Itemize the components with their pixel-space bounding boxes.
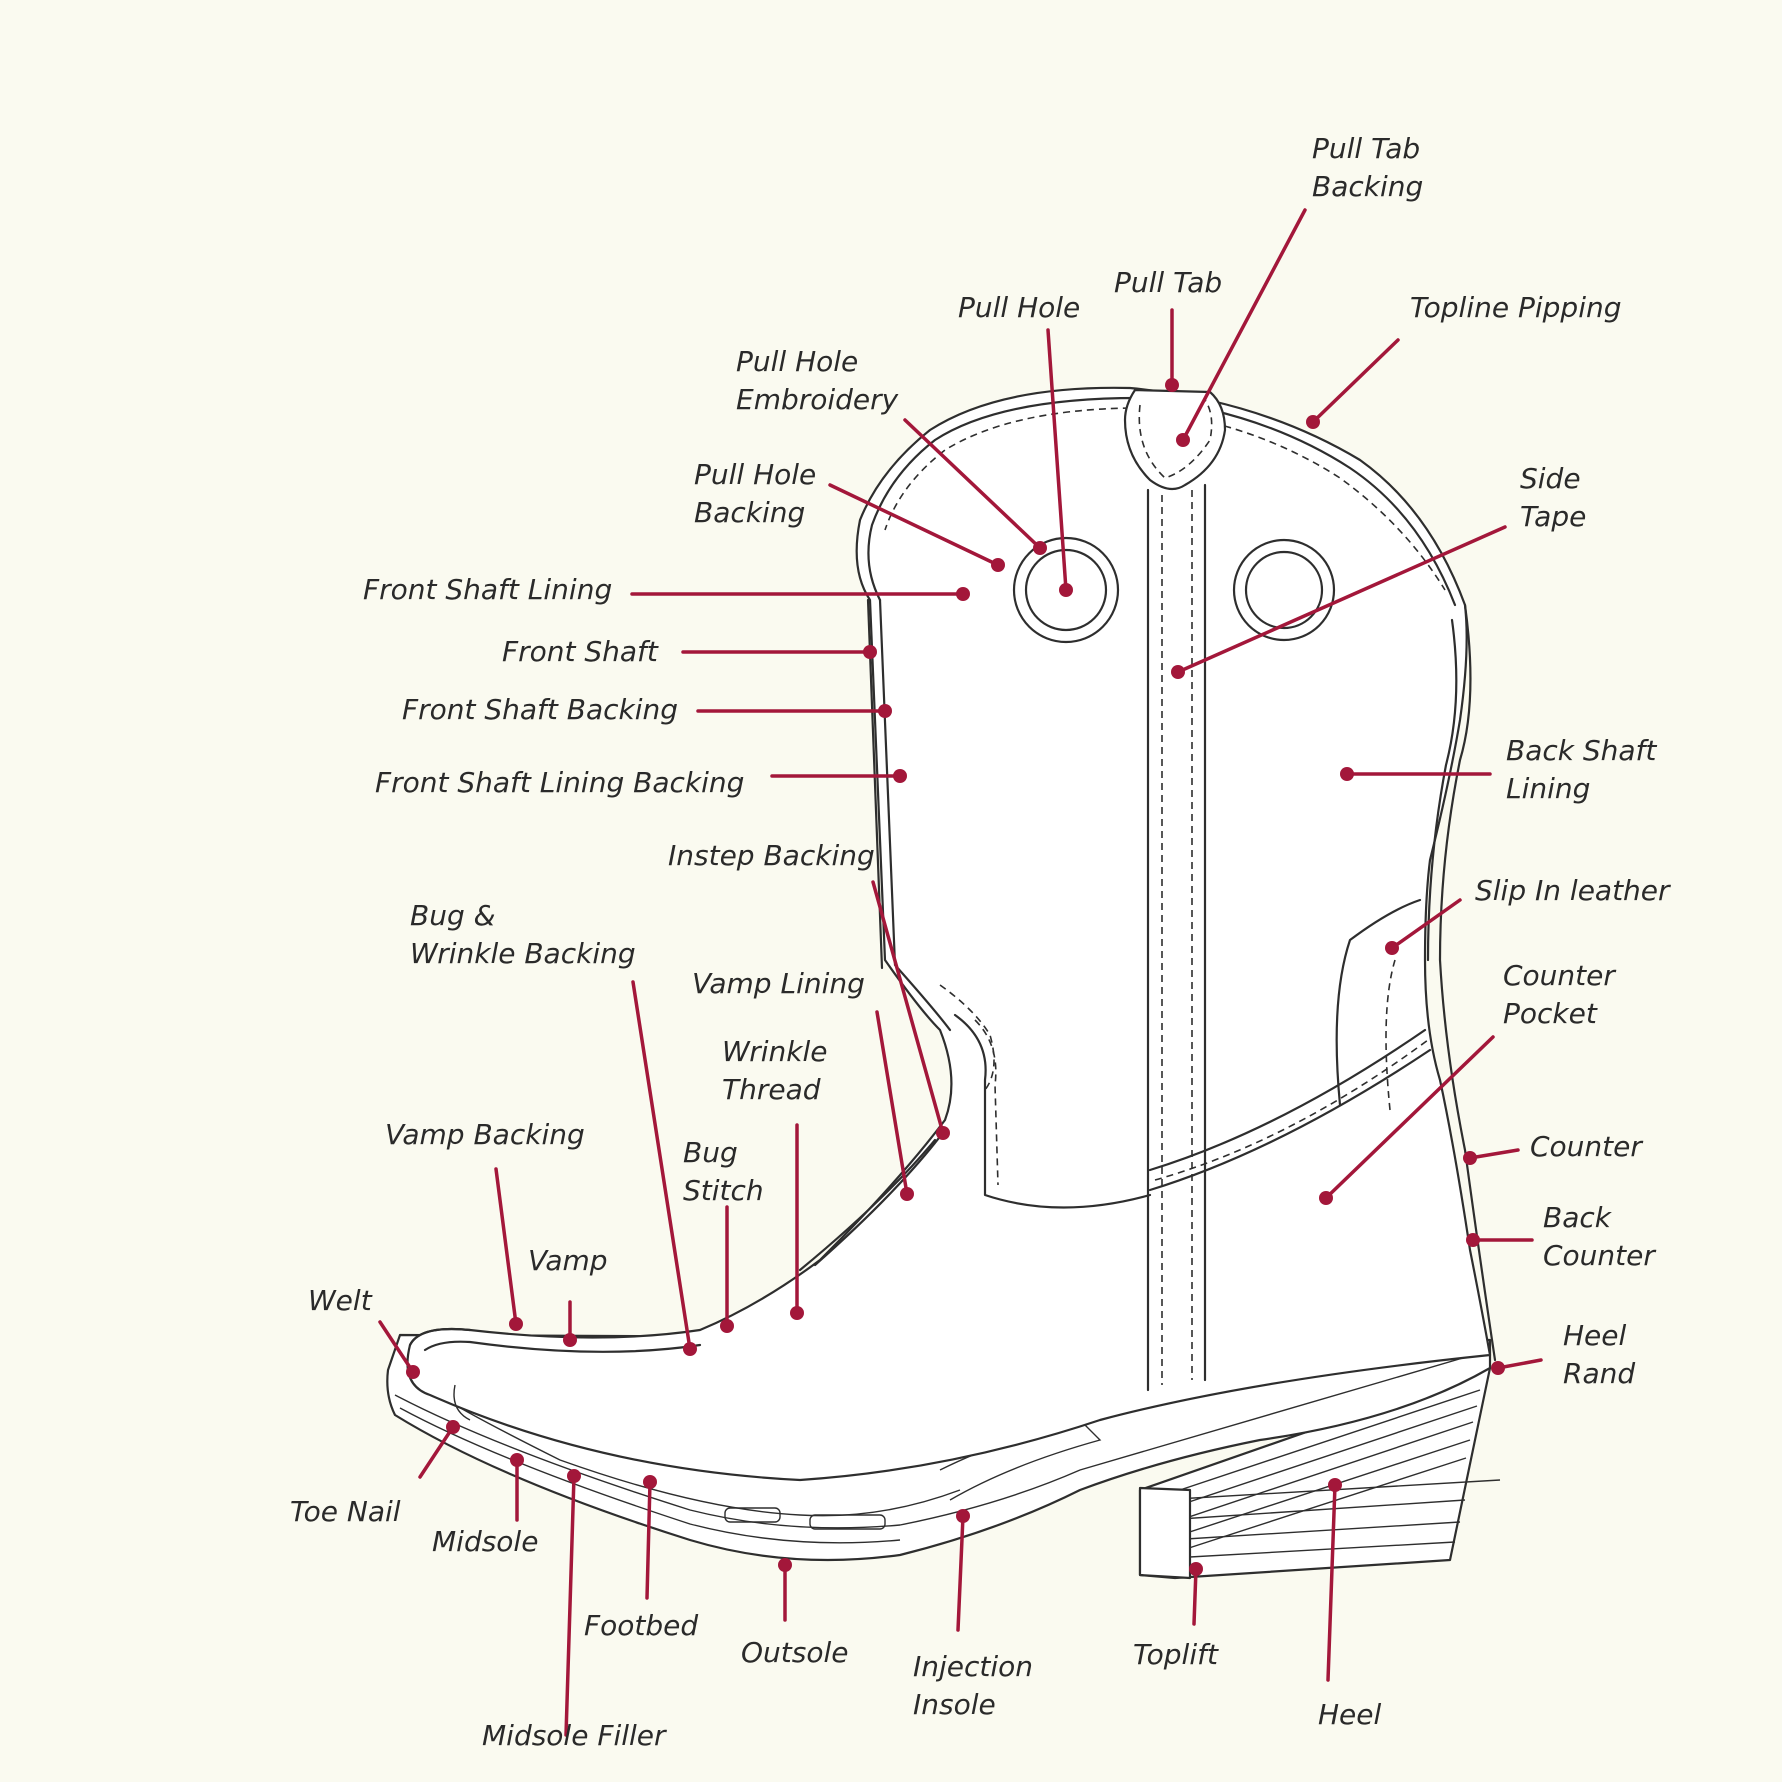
label-midsole: Midsole: [432, 1525, 538, 1558]
label-outsole: Outsole: [741, 1636, 849, 1669]
leader-side-tape: [1176, 525, 1507, 674]
label-topline-pipping: Topline Pipping: [1410, 291, 1622, 324]
label-toplift: Toplift: [1133, 1638, 1219, 1671]
label-welt: Welt: [308, 1284, 373, 1317]
leader-slip-in-leather: [1390, 898, 1462, 950]
boot-illustration: [386, 386, 1501, 1580]
label-front-shaft: Front Shaft: [502, 635, 659, 668]
label-midsole-filler: Midsole Filler: [482, 1719, 667, 1752]
label-counter: Counter: [1530, 1130, 1643, 1163]
leader-topline-pipping: [1311, 338, 1400, 424]
label-front-shaft-lining: Front Shaft Lining: [363, 573, 612, 606]
leader-bug-wrinkle-backing: [631, 980, 692, 1351]
label-pull-hole-embroidery: Pull Hole Embroidery: [736, 345, 899, 416]
leader-toplift: [1192, 1567, 1198, 1626]
label-front-shaft-lining-backing: Front Shaft Lining Backing: [375, 766, 744, 799]
leader-heel: [1326, 1483, 1337, 1682]
label-pull-hole-backing: Pull Hole Backing: [694, 458, 825, 529]
label-front-shaft-backing: Front Shaft Backing: [402, 693, 678, 726]
label-pull-tab: Pull Tab: [1114, 266, 1222, 299]
leader-footbed: [645, 1480, 652, 1600]
label-side-tape: Side Tape: [1520, 462, 1589, 533]
label-wrinkle-thread: Wrinkle Thread: [722, 1035, 836, 1106]
leader-pull-tab-backing: [1181, 208, 1307, 442]
leader-pull-hole-backing: [828, 483, 1000, 567]
leader-injection-insole: [956, 1514, 965, 1632]
toplift-shape: [1138, 1486, 1192, 1580]
label-injection-insole: Injection Insole: [913, 1650, 1042, 1721]
pull-tab-shape: [1123, 388, 1227, 491]
leader-vamp-backing: [494, 1167, 518, 1326]
label-footbed: Footbed: [584, 1609, 698, 1642]
label-bug-stitch: Bug Stitch: [683, 1136, 764, 1207]
leader-vamp-lining: [875, 1010, 909, 1196]
label-back-shaft-lining: Back Shaft Lining: [1506, 734, 1665, 805]
label-toe-nail: Toe Nail: [290, 1495, 401, 1528]
label-pull-hole: Pull Hole: [958, 291, 1080, 324]
leader-midsole-filler: [564, 1474, 576, 1737]
label-heel: Heel: [1318, 1698, 1382, 1731]
leader-welt: [378, 1320, 415, 1374]
label-back-counter: Back Counter: [1543, 1201, 1656, 1272]
leader-pull-hole-embroidery: [903, 418, 1042, 550]
leader-lines: [378, 208, 1543, 1737]
leader-toe-nail: [418, 1425, 455, 1479]
label-slip-in-leather: Slip In leather: [1475, 874, 1671, 907]
label-instep-backing: Instep Backing: [668, 839, 875, 872]
label-counter-pocket: Counter Pocket: [1503, 959, 1624, 1030]
label-pull-tab-backing: Pull Tab Backing: [1312, 132, 1429, 203]
label-vamp-lining: Vamp Lining: [692, 967, 865, 1000]
leader-instep-backing: [871, 880, 945, 1135]
label-bug-wrinkle-backing: Bug & Wrinkle Backing: [410, 899, 636, 970]
label-vamp-backing: Vamp Backing: [385, 1118, 585, 1151]
leader-heel-rand: [1496, 1358, 1543, 1370]
label-vamp: Vamp: [528, 1244, 608, 1277]
part-labels: Pull Tab Backing Pull Tab Topline Pippin…: [290, 132, 1671, 1752]
leader-pull-hole: [1046, 328, 1068, 592]
leader-counter: [1468, 1148, 1520, 1160]
leader-dots: [406, 378, 1505, 1576]
label-heel-rand: Heel Rand: [1563, 1319, 1635, 1390]
leader-counter-pocket: [1324, 1035, 1495, 1200]
